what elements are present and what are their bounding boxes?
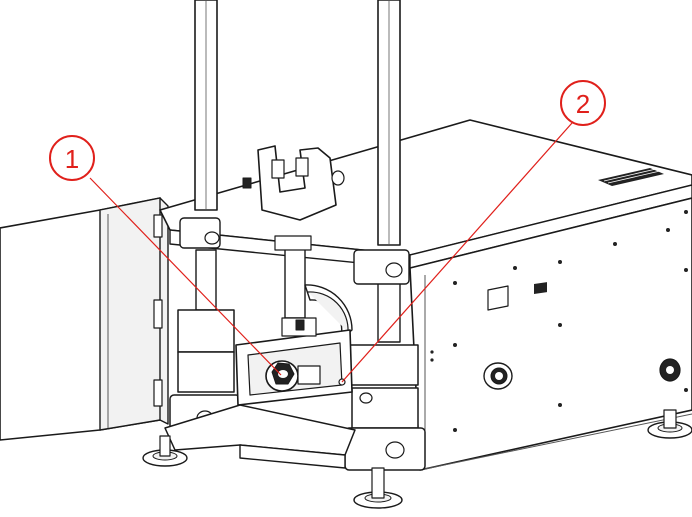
callout-2-label: 2	[576, 89, 590, 119]
top-clamp-bracket	[242, 145, 345, 221]
panel-screws	[430, 210, 688, 432]
corner-blocks	[179, 217, 410, 285]
callout-2-leader	[341, 122, 573, 383]
callout-2-circle	[560, 80, 606, 126]
panel-badge: LMU	[487, 282, 547, 311]
vertical-rods	[194, 0, 401, 343]
callout-2: 2	[341, 80, 606, 383]
callout-1-circle	[49, 135, 95, 181]
side-socket	[659, 358, 681, 382]
callout-1-label: 1	[65, 144, 79, 174]
side-connector	[483, 362, 513, 390]
leveling-foot	[353, 467, 403, 509]
badge-label: LMU	[491, 293, 506, 300]
left-door-panel	[0, 197, 169, 441]
base-and-feet	[142, 404, 692, 509]
leveling-foot	[647, 409, 692, 439]
callout-1-leader	[89, 177, 282, 376]
main-housing: LMU	[159, 119, 692, 471]
callout-1: 1	[49, 135, 282, 376]
leveling-foot	[142, 435, 188, 467]
vent-grille	[598, 168, 664, 186]
